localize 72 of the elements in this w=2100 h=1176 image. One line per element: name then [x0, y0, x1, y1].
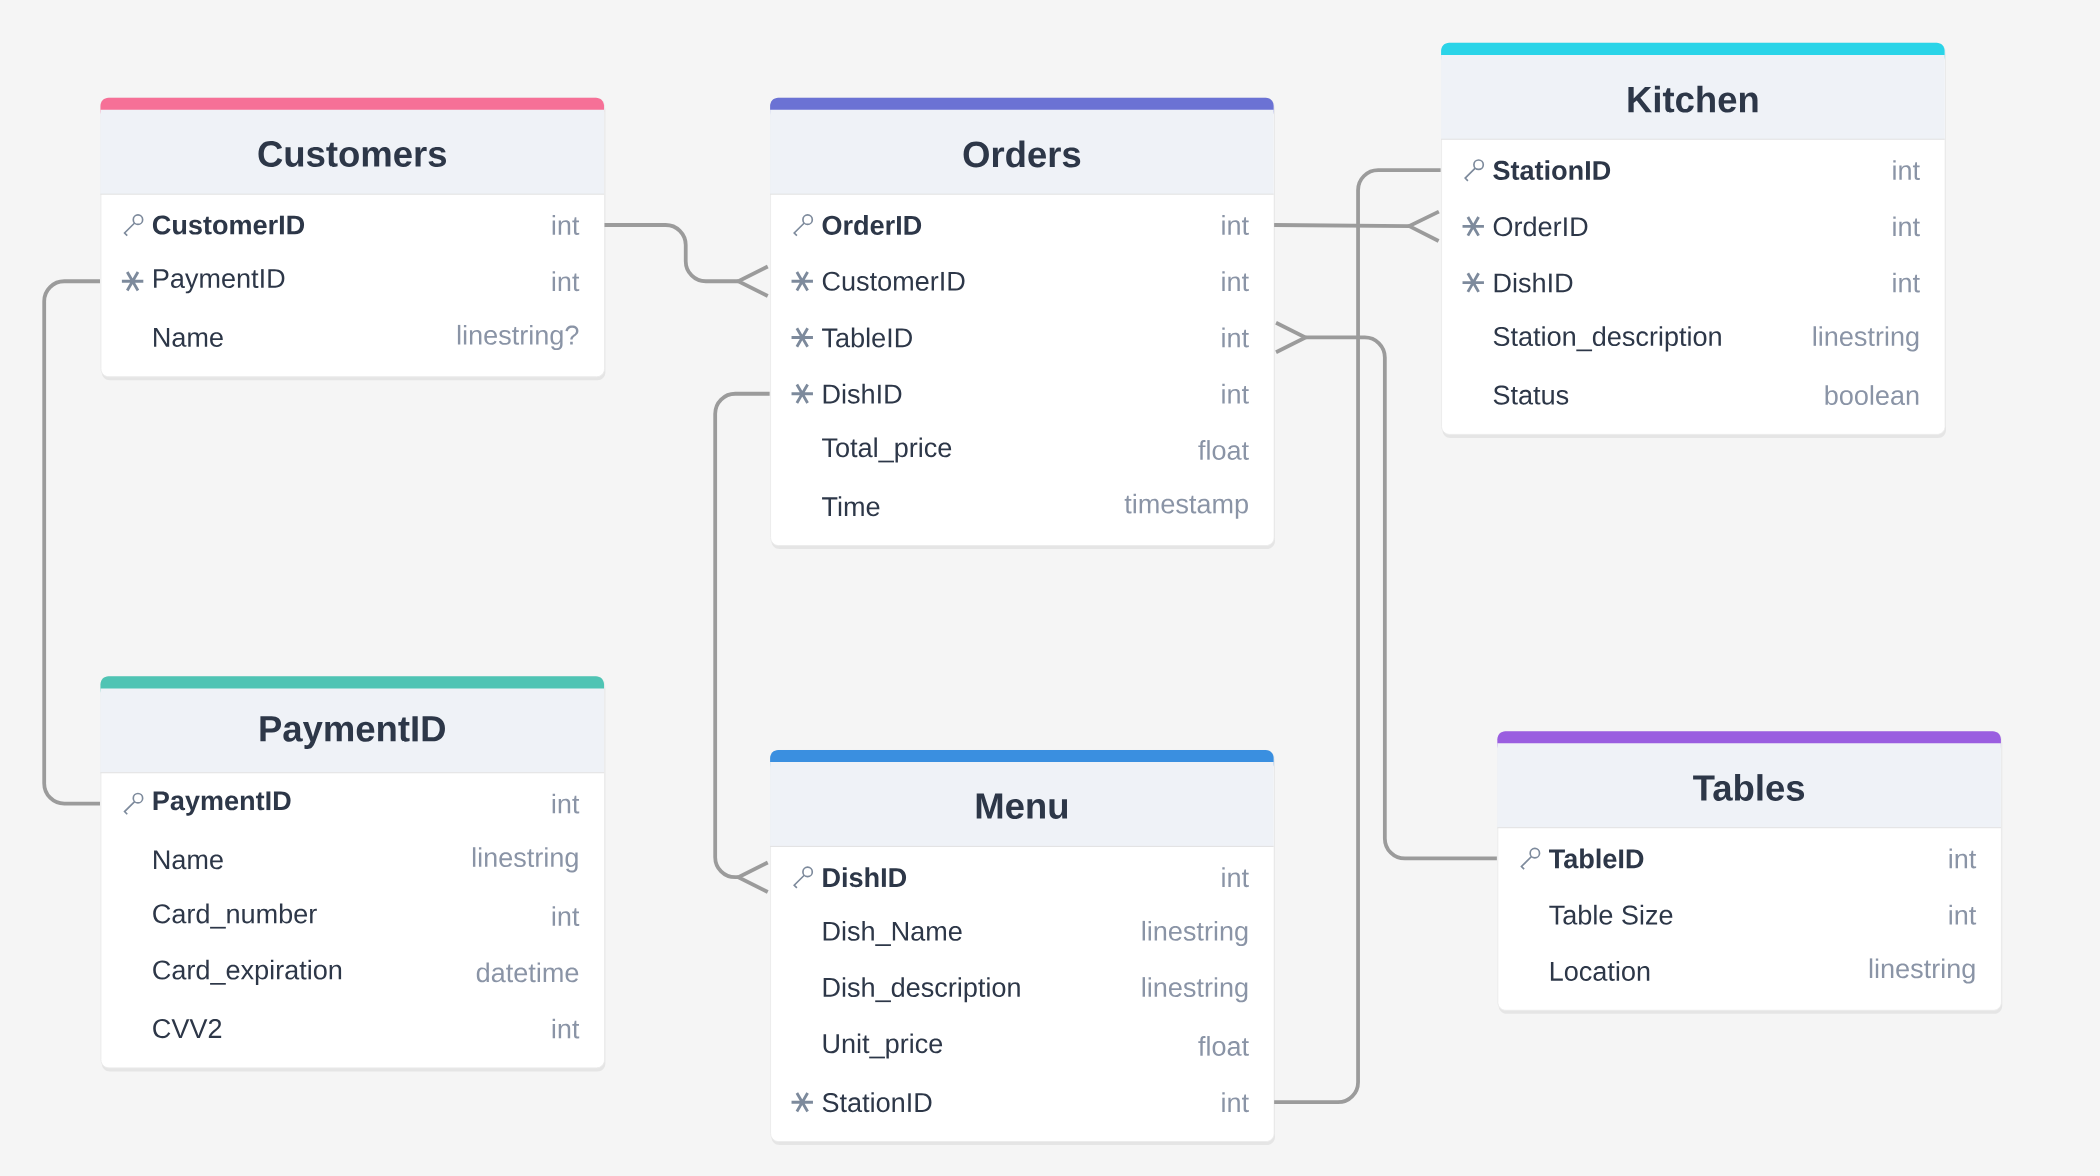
column-type: linestring? — [457, 324, 579, 351]
column-name: CustomerID — [152, 215, 305, 235]
column-name: Unit_price — [823, 1033, 943, 1059]
column-type: int — [552, 271, 580, 292]
column-type: int — [1222, 327, 1249, 348]
relationship-line — [1274, 168, 1441, 1105]
column-type: int — [1893, 160, 1920, 181]
column-name: TableID — [1549, 848, 1644, 869]
table-title: Menu — [976, 793, 1068, 820]
column-name: Table Size — [1549, 904, 1673, 925]
table-title: Customers — [258, 141, 446, 167]
column-type: linestring — [472, 847, 578, 873]
column-name: Total_price — [822, 437, 952, 463]
column-type: int — [1222, 1092, 1249, 1113]
relationship-line — [42, 279, 100, 806]
column-name: OrderID — [822, 215, 922, 235]
table-title: Orders — [963, 140, 1081, 168]
column-type: float — [1198, 440, 1249, 460]
column-name: Name — [154, 850, 223, 870]
column-type: int — [552, 906, 580, 927]
column-type: float — [1198, 1036, 1249, 1056]
table-card — [1496, 731, 2003, 1014]
column-name: StationID — [822, 1092, 932, 1113]
relationship-line — [1275, 321, 1497, 861]
column-type: linestring — [1142, 920, 1248, 947]
column-type: int — [1949, 848, 1977, 869]
table-card — [769, 97, 1275, 550]
column-name: DishID — [823, 383, 902, 404]
column-name: Station_description — [1493, 326, 1721, 352]
table-title: PaymentID — [260, 716, 445, 749]
column-type: timestamp — [1124, 493, 1248, 519]
column-name: CustomerID — [822, 271, 965, 291]
column-type: int — [1949, 904, 1977, 925]
column-type: datetime — [476, 962, 579, 983]
relationship-line — [713, 391, 770, 894]
column-type: int — [552, 793, 580, 814]
column-name: Dish_description — [823, 977, 1020, 1003]
table-card — [100, 97, 606, 381]
relationship-line — [1274, 209, 1440, 243]
column-name: Dish_Name — [823, 921, 962, 947]
column-name: DishID — [1494, 272, 1573, 293]
table-card — [100, 676, 606, 1072]
column-name: Status — [1493, 385, 1569, 405]
table-card — [1440, 42, 1946, 438]
column-name: PaymentID — [153, 791, 291, 816]
table-title: Kitchen — [1628, 85, 1758, 113]
column-name: TableID — [822, 327, 912, 348]
column-type: int — [552, 215, 580, 235]
column-type: int — [1222, 383, 1249, 404]
column-name: Time — [822, 496, 880, 517]
column-name: DishID — [823, 867, 907, 888]
column-type: int — [1893, 272, 1920, 293]
column-type: int — [552, 1018, 580, 1039]
column-name: Card_expiration — [153, 959, 342, 985]
column-type: boolean — [1825, 385, 1919, 406]
column-type: int — [1893, 216, 1920, 237]
column-name: PaymentID — [154, 269, 285, 294]
column-name: Card_number — [153, 903, 317, 929]
table-card — [769, 750, 1275, 1146]
column-type: int — [1222, 867, 1249, 888]
column-name: CVV2 — [153, 1019, 222, 1039]
column-type: int — [1222, 215, 1249, 235]
table-title: Tables — [1693, 774, 1805, 801]
column-type: int — [1222, 271, 1249, 292]
column-type: linestring — [1869, 958, 1975, 984]
column-type: linestring — [1813, 326, 1919, 352]
column-name: OrderID — [1493, 216, 1588, 237]
column-type: linestring — [1142, 977, 1248, 1003]
column-name: Name — [154, 328, 223, 347]
column-name: StationID — [1493, 160, 1611, 181]
relationship-line — [604, 223, 769, 298]
column-name: Location — [1550, 961, 1650, 981]
